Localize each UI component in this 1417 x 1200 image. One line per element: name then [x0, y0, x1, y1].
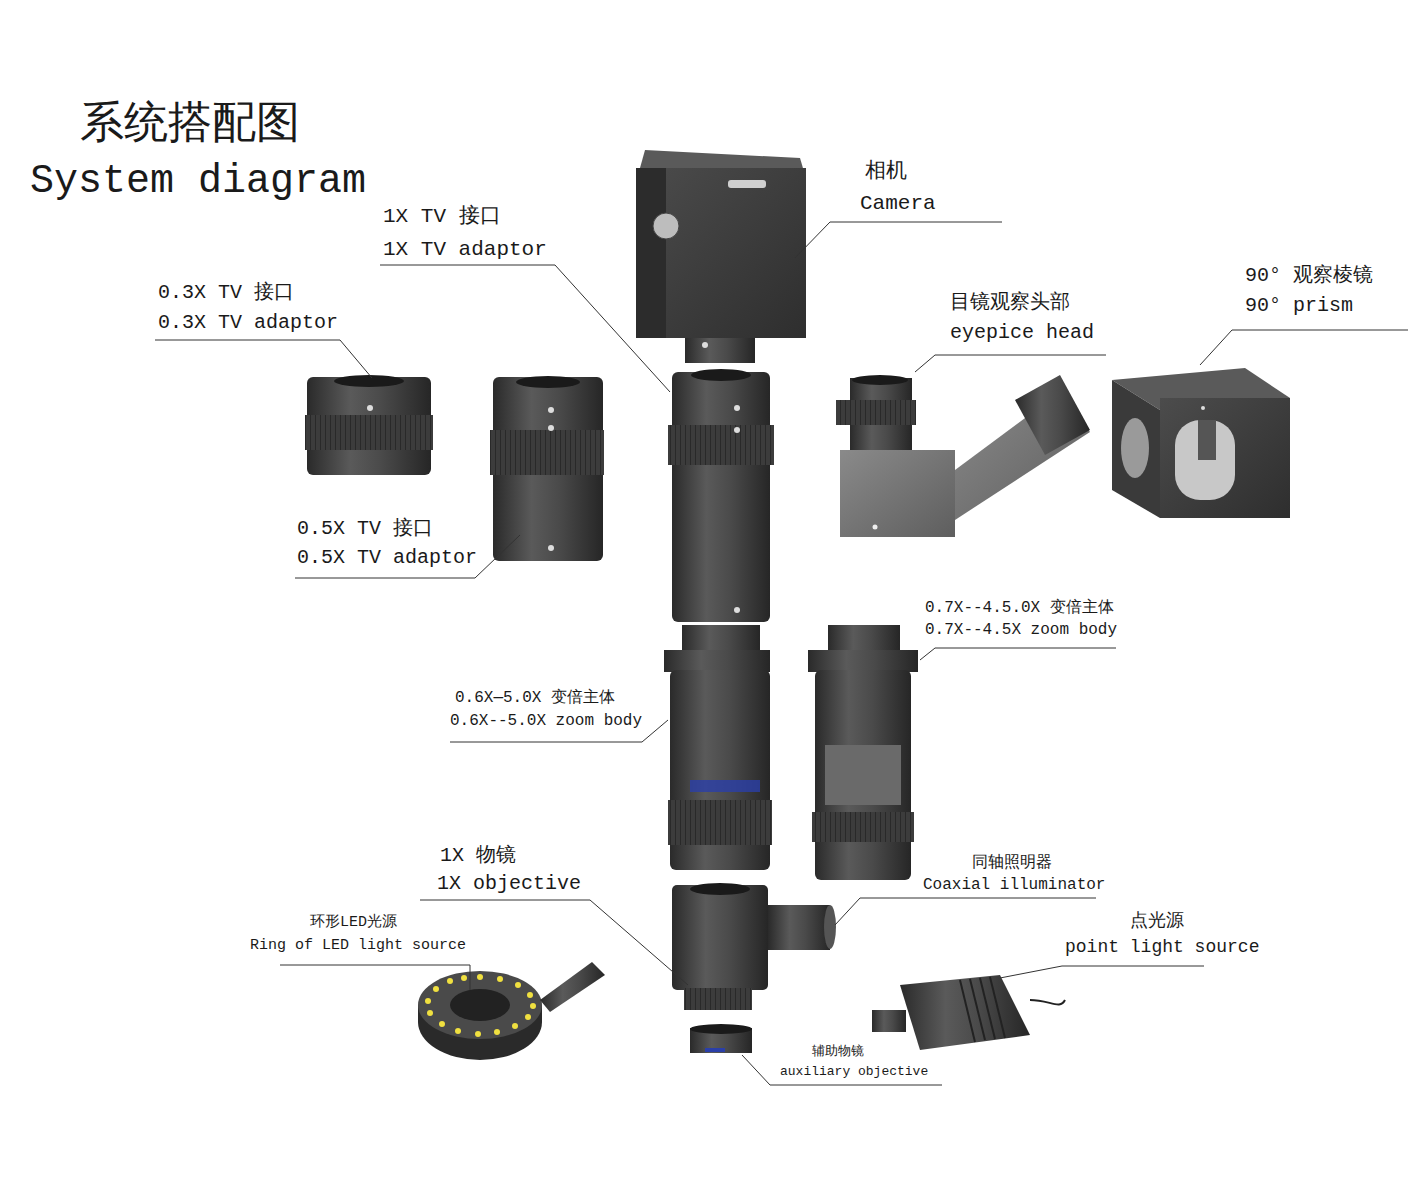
ring-led — [418, 962, 605, 1060]
part-label: 0.6X--5.0X zoom body — [450, 713, 642, 731]
part-label: 1X 物镜 — [440, 845, 516, 867]
auxiliary-objective — [690, 1024, 752, 1053]
part-label: Camera — [860, 192, 936, 215]
eyepiece-head — [836, 375, 1090, 537]
camera — [636, 150, 806, 363]
part-label: 目镜观察头部 — [950, 292, 1070, 314]
part-label: 0.5X TV 接口 — [297, 518, 433, 540]
zoom-body-06-50 — [664, 625, 772, 870]
part-label: Ring of LED light source — [250, 938, 466, 955]
part-label: 点光源 — [1130, 912, 1184, 932]
part-label: 辅助物镜 — [812, 1045, 864, 1059]
part-label: 0.7X--4.5X zoom body — [925, 622, 1117, 640]
part-label: 同轴照明器 — [972, 855, 1052, 873]
part-label: 1X TV adaptor — [383, 238, 547, 261]
part-label: auxiliary objective — [780, 1065, 928, 1079]
prism — [1112, 368, 1290, 518]
coaxial-illuminator — [672, 883, 836, 1010]
part-label: 1X TV 接口 — [383, 205, 501, 228]
point-light — [872, 975, 1065, 1050]
part-label: 环形LED光源 — [310, 915, 397, 932]
part-label: point light source — [1065, 938, 1259, 958]
part-label: 0.5X TV adaptor — [297, 547, 477, 569]
tv-adaptor-05x — [490, 376, 604, 561]
diagram-subtitle: System diagram — [30, 160, 366, 204]
zoom-body-07-45 — [808, 625, 918, 880]
tv-adaptor-03x — [305, 375, 433, 475]
tv-adaptor-1x — [668, 369, 774, 622]
part-label: Coaxial illuminator — [923, 877, 1105, 895]
part-label: 90° prism — [1245, 295, 1353, 317]
part-label: 90° 观察棱镜 — [1245, 265, 1373, 287]
diagram-title: 系统搭配图 — [80, 98, 300, 146]
part-label: 相机 — [865, 160, 907, 183]
part-label: 1X objective — [437, 873, 581, 895]
part-label: 0.3X TV 接口 — [158, 282, 294, 304]
part-label: 0.6X—5.0X 变倍主体 — [455, 690, 615, 708]
leader-lines — [155, 222, 1408, 1085]
part-label: 0.7X--4.5.0X 变倍主体 — [925, 600, 1114, 618]
part-label: 0.3X TV adaptor — [158, 312, 338, 334]
part-label: eyepice head — [950, 322, 1094, 344]
